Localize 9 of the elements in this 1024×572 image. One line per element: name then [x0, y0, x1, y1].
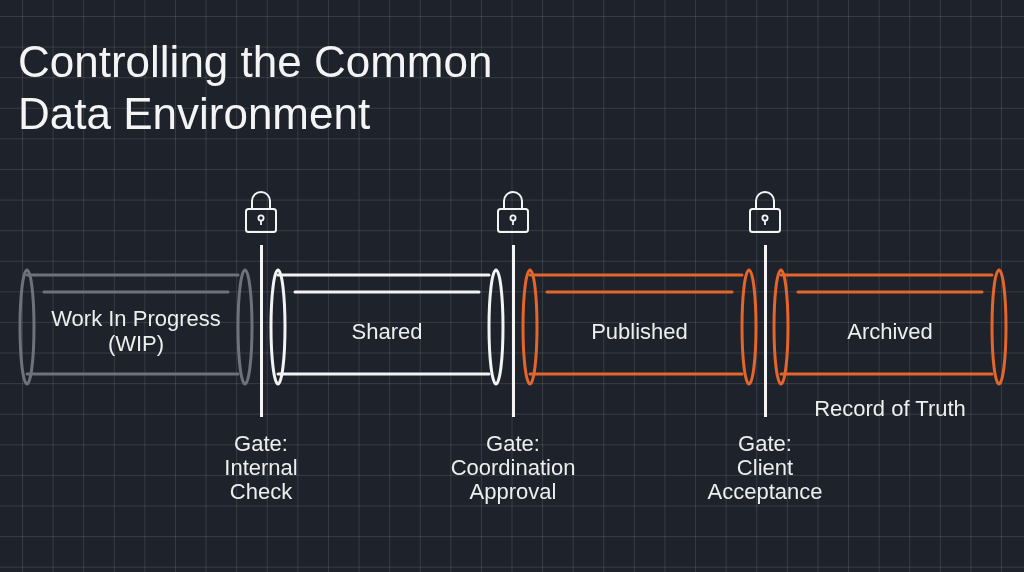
stage-label: Shared — [351, 318, 423, 344]
gate-label: Gate: Client Acceptance — [707, 432, 823, 504]
title: Controlling the Common Data Environment — [18, 36, 494, 140]
gate-label: Gate: Internal Check — [224, 432, 298, 504]
stage-label: Published — [591, 318, 688, 344]
gate-label: Gate: Coordination Approval — [450, 432, 576, 504]
stage-note: Record of Truth — [814, 396, 966, 421]
stage-label: Work In Progress (WIP) — [50, 306, 222, 356]
stage-label: Archived — [847, 318, 933, 344]
